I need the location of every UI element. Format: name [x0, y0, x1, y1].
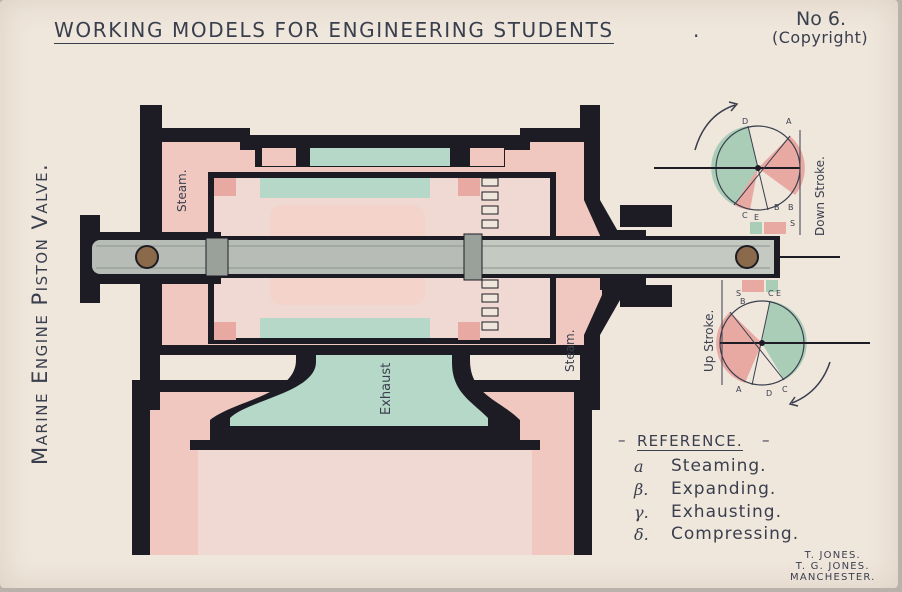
- maker-line: MANCHESTER.: [790, 572, 876, 583]
- reference-symbol: β.: [634, 480, 649, 499]
- down-stroke-label: Down Stroke.: [813, 156, 827, 236]
- valve-spindle: [82, 233, 840, 281]
- bottom-letter-e: E: [776, 289, 781, 298]
- top-letter-a: A: [786, 117, 792, 126]
- reference-label: Steaming.: [671, 456, 767, 476]
- bottom-letter-b: B: [740, 297, 746, 306]
- maker-imprint: T. JONES. T. G. JONES. MANCHESTER.: [790, 550, 876, 583]
- reference-symbol: γ.: [634, 503, 649, 522]
- reference-dash-right: –: [762, 431, 770, 449]
- reference-symbol: a: [634, 457, 644, 476]
- exhaust-label: Exhaust: [379, 363, 394, 415]
- down-stroke-diagram: [654, 101, 805, 235]
- up-stroke-diagram: [716, 280, 870, 407]
- steam-right-label: Steam.: [563, 329, 577, 372]
- reference-symbol: δ.: [634, 525, 649, 544]
- bottom-letter-a: A: [736, 385, 742, 394]
- reference-label: Exhausting.: [671, 502, 782, 522]
- reference-label: Expanding.: [671, 479, 777, 499]
- up-stroke-label: Up Stroke.: [702, 310, 716, 372]
- bottom-letter-s: S: [736, 289, 741, 298]
- reference-dash-left: –: [618, 431, 626, 449]
- maker-line: T. JONES.: [804, 550, 861, 561]
- top-letter-b2: B: [774, 203, 780, 212]
- top-letter-s: S: [790, 219, 795, 228]
- top-letter-e: E: [754, 213, 759, 222]
- reference-label: Compressing.: [671, 524, 800, 544]
- bottom-circle-letters: B S C E A D C: [736, 289, 788, 398]
- top-letter-c: C: [742, 211, 748, 220]
- maker-line: T. G. JONES.: [795, 561, 870, 572]
- top-letter-b: B: [788, 203, 794, 212]
- reference-heading: REFERENCE.: [637, 432, 743, 451]
- bottom-letter-c: C: [768, 289, 774, 298]
- bottom-letter-d: D: [766, 389, 772, 398]
- top-circle-letters: D A C B E S B: [742, 117, 795, 228]
- card-title-dot: .: [693, 18, 700, 42]
- copyright-note: (Copyright): [772, 28, 869, 47]
- steam-left-label: Steam.: [175, 169, 189, 212]
- bottom-letter-c2: C: [782, 385, 788, 394]
- top-letter-d: D: [742, 117, 748, 126]
- exhaust-passage: [210, 342, 520, 440]
- plate-number: No 6.: [796, 8, 847, 30]
- card-title: WORKING MODELS FOR ENGINEERING STUDENTS: [54, 18, 614, 44]
